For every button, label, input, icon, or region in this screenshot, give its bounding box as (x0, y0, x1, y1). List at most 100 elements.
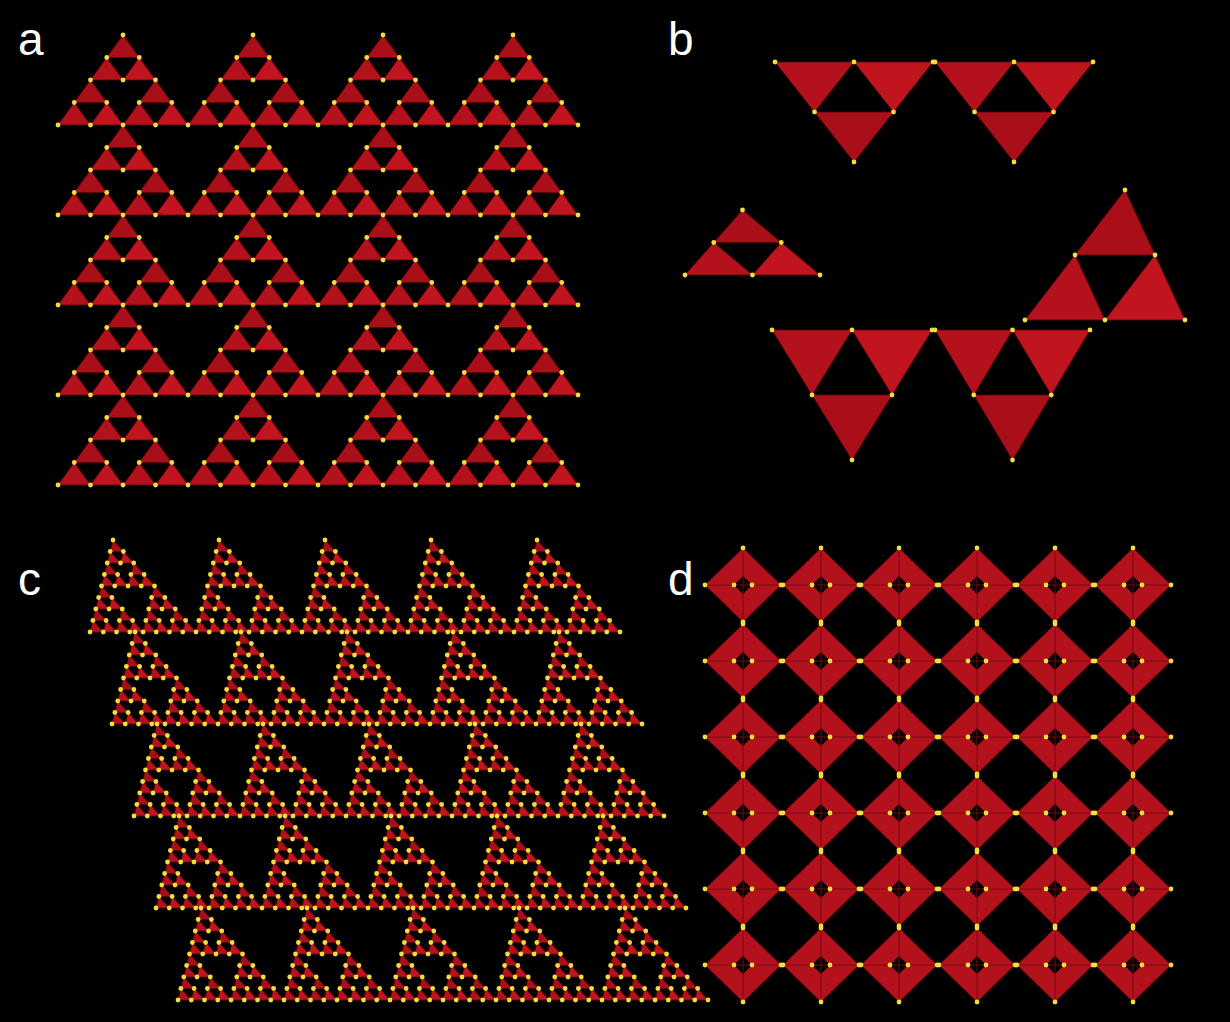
oxygen-atom (153, 303, 158, 308)
oxygen-atom (259, 653, 264, 658)
tetrahedron-edge (1095, 624, 1171, 698)
oxygen-atom (260, 906, 265, 911)
oxygen-atom (118, 561, 123, 566)
oxygen-atom (397, 370, 402, 375)
oxygen-atom (348, 722, 353, 727)
oxygen-atom (202, 190, 207, 195)
oxygen-atom (494, 55, 499, 60)
tetrahedron (139, 170, 172, 193)
oxygen-atom (475, 618, 480, 623)
oxygen-atom (88, 258, 93, 263)
oxygen-atom (535, 538, 540, 543)
oxygen-atom (516, 814, 521, 819)
oxygen-atom (249, 894, 254, 899)
oxygen-atom (186, 303, 191, 308)
oxygen-atom (186, 756, 191, 761)
oxygen-atom (280, 825, 285, 830)
tetrahedron (464, 350, 497, 373)
oxygen-atom (1073, 253, 1078, 258)
oxygen-atom (276, 894, 281, 899)
oxygen-atom (332, 607, 337, 612)
oxygen-atom (299, 100, 304, 105)
oxygen-atom (186, 213, 191, 218)
oxygen-atom (265, 756, 270, 761)
oxygen-atom (196, 768, 201, 773)
tetrahedron-cluster (861, 548, 937, 622)
oxygen-atom (405, 779, 410, 784)
tetrahedron (351, 238, 384, 261)
tetrahedron (74, 80, 107, 103)
oxygen-atom (551, 630, 556, 635)
oxygen-atom (567, 641, 572, 646)
oxygen-atom (130, 618, 135, 623)
tetrahedron (481, 103, 514, 126)
oxygen-atom (332, 460, 337, 465)
tetrahedron (107, 395, 140, 418)
oxygen-atom (121, 549, 126, 554)
oxygen-atom (307, 802, 312, 807)
tetrahedron (237, 395, 270, 418)
oxygen-atom (464, 607, 469, 612)
oxygen-atom (137, 791, 142, 796)
oxygen-atom (126, 584, 131, 589)
oxygen-atom (251, 393, 256, 398)
oxygen-atom (348, 348, 353, 353)
tetrahedron (139, 350, 172, 373)
tetrahedron-cluster (939, 548, 1015, 622)
oxygen-atom (134, 802, 139, 807)
oxygen-atom (452, 676, 457, 681)
oxygen-atom (416, 791, 421, 796)
oxygen-atom (236, 618, 241, 623)
oxygen-atom (558, 802, 563, 807)
oxygen-atom (439, 676, 444, 681)
tetrahedron-cluster (939, 700, 1015, 774)
oxygen-atom (159, 756, 164, 761)
oxygen-atom (376, 791, 381, 796)
tetrahedron-cluster (1017, 928, 1093, 1002)
tetrahedron-edge (861, 700, 937, 774)
oxygen-atom (517, 607, 522, 612)
oxygen-atom (448, 641, 453, 646)
oxygen-atom (651, 802, 656, 807)
oxygen-atom (1153, 253, 1158, 258)
tetrahedron (123, 103, 156, 126)
tetrahedron (253, 103, 286, 126)
oxygen-atom (511, 303, 516, 308)
oxygen-atom (343, 687, 348, 692)
oxygen-atom (542, 687, 547, 692)
tetrahedron (74, 170, 107, 193)
tetrahedron (1075, 190, 1155, 255)
oxygen-atom (175, 745, 180, 750)
oxygen-atom (561, 664, 566, 669)
oxygen-atom (379, 630, 384, 635)
oxygen-atom (121, 168, 126, 173)
oxygen-atom (1012, 60, 1017, 65)
oxygen-atom (572, 676, 577, 681)
oxygen-atom (429, 280, 434, 285)
tetrahedron (546, 463, 579, 486)
oxygen-atom (142, 572, 147, 577)
oxygen-atom (351, 710, 356, 715)
oxygen-atom (413, 438, 418, 443)
oxygen-atom (346, 676, 351, 681)
oxygen-atom (446, 123, 451, 128)
tetrahedron-edge (861, 624, 937, 698)
oxygen-atoms (56, 33, 1188, 1005)
oxygen-atom (478, 483, 483, 488)
oxygen-atom (304, 814, 309, 819)
oxygen-atom (257, 791, 262, 796)
tetrahedron-cluster (783, 624, 859, 698)
oxygen-atom (933, 60, 938, 65)
tetrahedron (481, 193, 514, 216)
oxygen-atom (137, 664, 142, 669)
oxygen-atom (526, 572, 531, 577)
oxygen-atom (561, 791, 566, 796)
oxygen-atom (207, 630, 212, 635)
oxygen-atom (220, 630, 225, 635)
tetrahedron (58, 103, 91, 126)
oxygen-atom (245, 710, 250, 715)
oxygen-atom (344, 814, 349, 819)
oxygen-atom (381, 303, 386, 308)
oxygen-atom (218, 860, 223, 865)
oxygen-atom (470, 733, 475, 738)
